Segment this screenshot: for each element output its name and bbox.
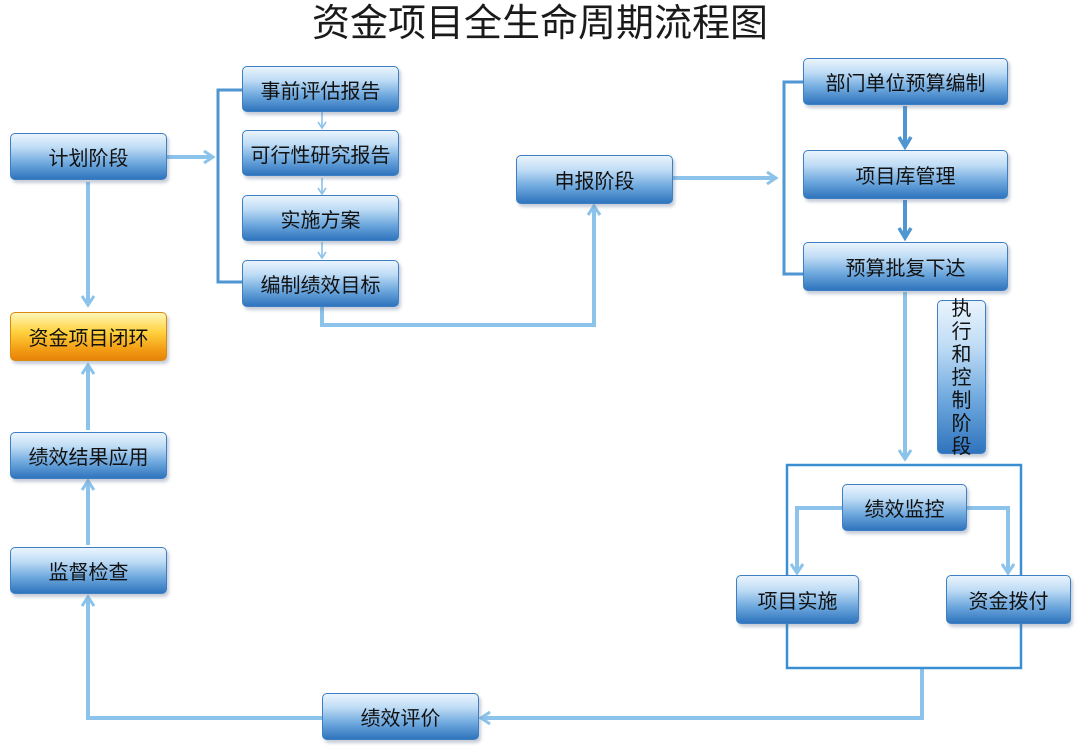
- node-budget-approval-label: 预算批复下达: [845, 256, 966, 280]
- execution-frame: [785, 463, 1023, 670]
- node-feasibility: 可行性研究报告: [242, 130, 399, 176]
- node-project-library-label: 项目库管理: [855, 164, 956, 188]
- node-execution-stage-label: 执行和控制阶段: [951, 295, 972, 458]
- node-feasibility-label: 可行性研究报告: [250, 142, 391, 167]
- node-implementation-plan: 实施方案: [242, 195, 399, 241]
- node-supervision: 监督检查: [10, 547, 167, 594]
- node-closed-loop: 资金项目闭环: [10, 312, 167, 361]
- node-performance-monitoring-label: 绩效监控: [864, 497, 945, 521]
- node-performance-monitoring: 绩效监控: [842, 484, 967, 531]
- node-plan-label: 计划阶段: [48, 146, 129, 170]
- connector-execution-to-evaluation: [482, 668, 924, 718]
- budget-bracket: [782, 80, 803, 276]
- node-project-library: 项目库管理: [803, 150, 1008, 199]
- node-plan: 计划阶段: [10, 133, 167, 180]
- node-execution-stage: 执行和控制阶段: [937, 296, 986, 457]
- connector-monitoring-to-allocation: [967, 506, 1008, 572]
- node-pre-assessment-label: 事前评估报告: [260, 78, 381, 103]
- node-results-application: 绩效结果应用: [10, 432, 167, 479]
- connector-goals-to-declaration: [320, 207, 594, 327]
- node-results-application-label: 绩效结果应用: [28, 445, 149, 469]
- connector-evaluation-to-supervision: [88, 598, 322, 720]
- node-declaration-label: 申报阶段: [554, 169, 635, 193]
- node-performance-goals: 编制绩效目标: [242, 260, 399, 307]
- node-project-implementation: 项目实施: [736, 575, 859, 624]
- node-dept-budget-label: 部门单位预算编制: [825, 71, 986, 95]
- node-project-implementation-label: 项目实施: [757, 589, 838, 613]
- node-dept-budget: 部门单位预算编制: [803, 58, 1008, 105]
- node-evaluation: 绩效评价: [322, 693, 479, 740]
- reports-bracket: [216, 88, 242, 284]
- node-implementation-plan-label: 实施方案: [280, 207, 361, 232]
- node-pre-assessment: 事前评估报告: [242, 66, 399, 112]
- node-performance-goals-label: 编制绩效目标: [260, 273, 381, 297]
- node-closed-loop-label: 资金项目闭环: [28, 326, 149, 350]
- page-title: 资金项目全生命周期流程图: [311, 1, 768, 45]
- node-evaluation-label: 绩效评价: [360, 706, 441, 730]
- node-fund-allocation-label: 资金拨付: [968, 589, 1049, 613]
- node-fund-allocation: 资金拨付: [946, 575, 1071, 624]
- connector-monitoring-to-implementation: [797, 506, 842, 572]
- node-declaration: 申报阶段: [516, 155, 673, 204]
- node-supervision-label: 监督检查: [48, 560, 129, 584]
- node-budget-approval: 预算批复下达: [803, 242, 1008, 291]
